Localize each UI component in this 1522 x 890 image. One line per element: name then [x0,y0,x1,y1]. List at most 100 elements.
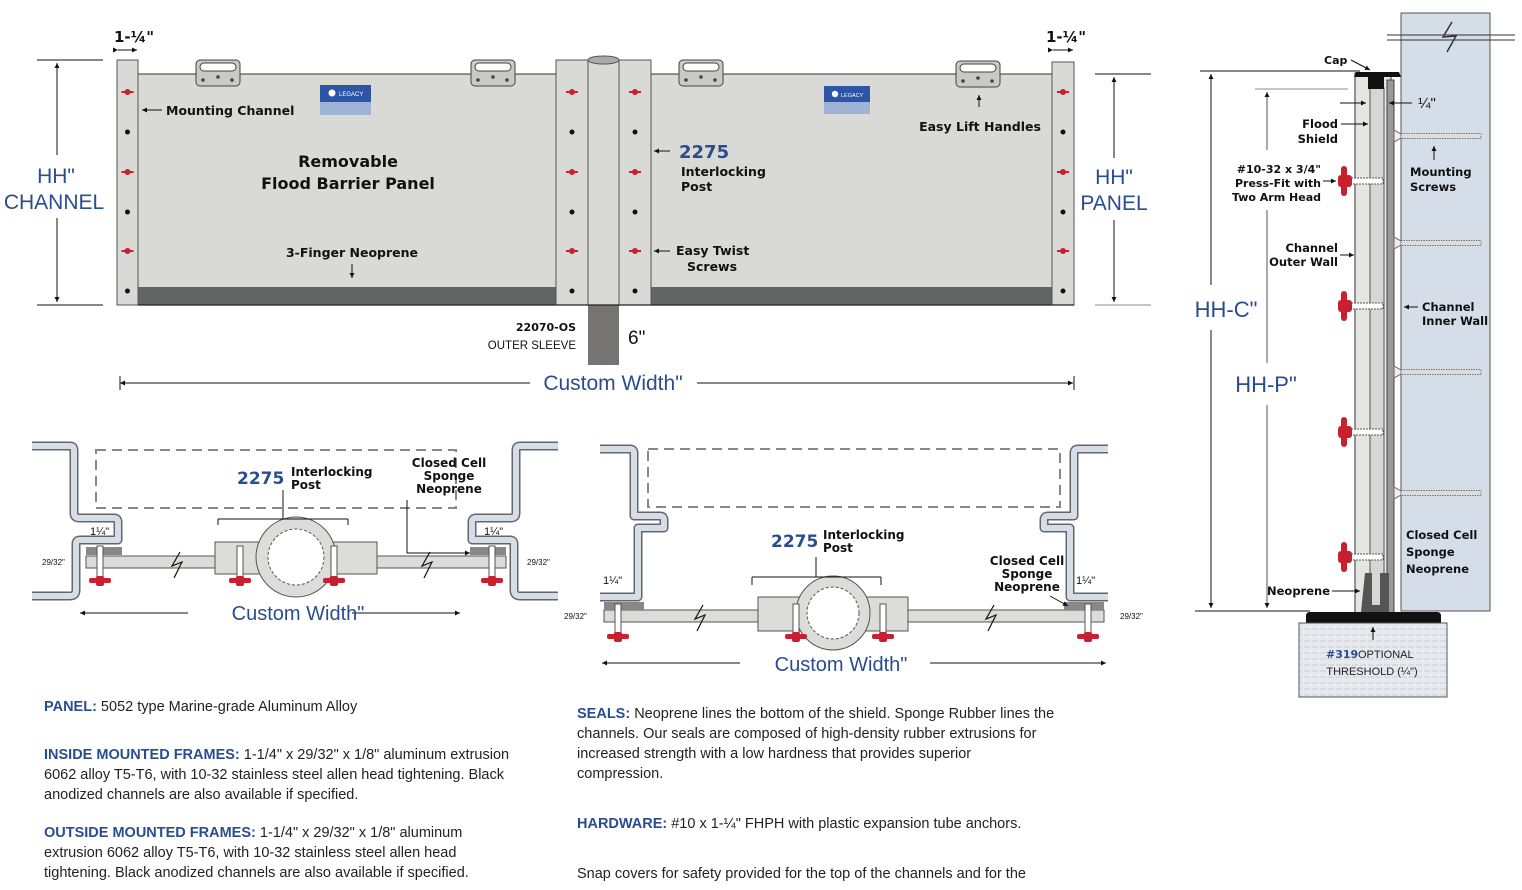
post-number: 2275 [679,142,729,163]
width-left: 1¼" [603,575,622,587]
screw-icon [569,89,575,95]
depth-right: 29/32" [1120,612,1143,621]
sleeve-code: 22070-OS [516,321,576,334]
mounting-screw-icon [1400,490,1482,496]
hole-icon [569,288,575,294]
hh-panel-label: HH" [1095,166,1133,189]
spec-seals: SEALS: Neoprene lines the bottom of the … [577,706,1055,782]
post-right-channel [618,59,652,306]
screw-icon [124,89,131,95]
cap-label: Cap [1324,54,1347,67]
hole-icon [632,129,638,135]
hole-icon [125,209,130,215]
hh-panel-label-2: PANEL [1080,192,1147,215]
lift-handle [955,60,1001,88]
hh-channel-label: HH" [37,165,75,188]
press-fit-label: #10-32 x 3/4" [1237,163,1321,176]
post-label-2: Post [823,541,853,555]
right-channel [1051,61,1075,306]
width-left: 1¼" [90,526,109,538]
post-top [587,55,620,65]
screw-icon [632,248,638,254]
press-fit-label-2: Press-Fit with [1235,177,1321,190]
mounting-screw-icon [1400,133,1482,139]
custom-width-label: Custom Width" [775,654,908,676]
hh-p-label: HH-P" [1235,372,1297,397]
sponge-label-2: Sponge [1406,545,1455,559]
sleeve-label: OUTER SLEEVE [488,340,577,352]
inner-wall-label: Channel [1422,300,1475,314]
flood-shield [1369,87,1385,609]
mounting-channel-label: Mounting Channel [166,103,294,118]
lift-handle [195,59,241,87]
channel-width-left: 1-¼" [114,28,154,46]
sponge-label: Closed Cell [1406,528,1477,542]
plan-outside-mounted: 2275 Interlocking Post Closed Cell Spong… [564,444,1143,676]
sponge-label: Closed Cell [412,456,486,470]
plan-inside-mounted: 2275 Interlocking Post Closed Cell Spong… [32,441,558,625]
spec-hardware: HARDWARE: #10 x 1-¼" FHPH with plastic e… [577,816,1022,832]
sponge-label-3: Neoprene [1406,562,1469,576]
screw-icon [569,248,575,254]
twist-screws-label-2: Screws [687,259,737,274]
press-fit-screws [1338,166,1384,572]
flood-shield-label-2: Shield [1298,132,1338,146]
neoprene-label: 3-Finger Neoprene [286,245,418,260]
left-channel [116,59,139,306]
hole-icon [569,129,575,135]
cap [1368,73,1384,89]
custom-width-label: Custom Width" [232,603,365,625]
post-number: 2275 [771,532,818,552]
outer-wall-label-2: Outer Wall [1269,255,1338,269]
section-view: #319 OPTIONAL THRESHOLD (¼") HH-C" HH-P"… [1195,12,1515,698]
outer-sleeve [588,305,619,365]
screw-icon [124,248,131,254]
handles-label: Easy Lift Handles [919,119,1041,134]
hole-icon [125,288,130,294]
mounting-screws [1393,129,1482,500]
post-label: Interlocking [681,164,766,179]
hole-icon [632,209,638,215]
press-fit-label-3: Two Arm Head [1232,191,1321,204]
outer-wall-label: Channel [1285,241,1338,255]
spec-outside-frames: OUTSIDE MOUNTED FRAMES: 1-1/4" x 29/32" … [44,825,469,881]
spec-inside-frames: INSIDE MOUNTED FRAMES: 1-1/4" x 29/32" x… [44,747,510,803]
post-label-2: Post [681,179,712,194]
sponge-label: Closed Cell [990,554,1064,568]
channel-inner-wall [1386,79,1395,614]
threshold-label-2: THRESHOLD (¼") [1326,666,1417,678]
screw-icon [1060,248,1066,254]
screw-icon [632,169,638,175]
post-label: Interlocking [291,465,373,479]
threshold-label: OPTIONAL [1358,649,1414,661]
panel-title: Removable [298,152,398,171]
post-number: 2275 [237,469,284,489]
svg-text:LEGACY: LEGACY [841,93,864,99]
channel-width-right: 1-¼" [1046,28,1086,46]
hole-icon [569,209,575,215]
hole-icon [1060,209,1066,215]
twist-screws-label: Easy Twist [676,243,749,258]
hole-icon [632,288,638,294]
screw-icon [1060,169,1066,175]
hh-channel-label-2: CHANNEL [4,191,104,214]
depth-left: 29/32" [42,558,65,567]
width-right: 1¼" [1076,575,1095,587]
screw-icon [1060,89,1066,95]
neoprene-boot [1361,573,1389,612]
threshold-number: #319 [1326,648,1358,661]
neoprene-label: Neoprene [1267,584,1330,598]
hole-icon [1060,288,1066,294]
hole-icon [1060,129,1066,135]
hole-icon [125,129,130,135]
svg-text:LEGACY: LEGACY [339,92,363,98]
post-left-channel [555,59,589,306]
post-label-2: Post [291,478,321,492]
screw-icon [569,169,575,175]
sponge-label-2: Sponge [1002,567,1053,581]
elevation-view: LEGACY LEGACY 1-¼" 1-¼" HH" CHANNEL HH" … [4,28,1151,395]
custom-width-label: Custom Width" [543,372,682,395]
depth-right: 29/32" [527,558,550,567]
hh-c-label: HH-C" [1195,297,1258,322]
